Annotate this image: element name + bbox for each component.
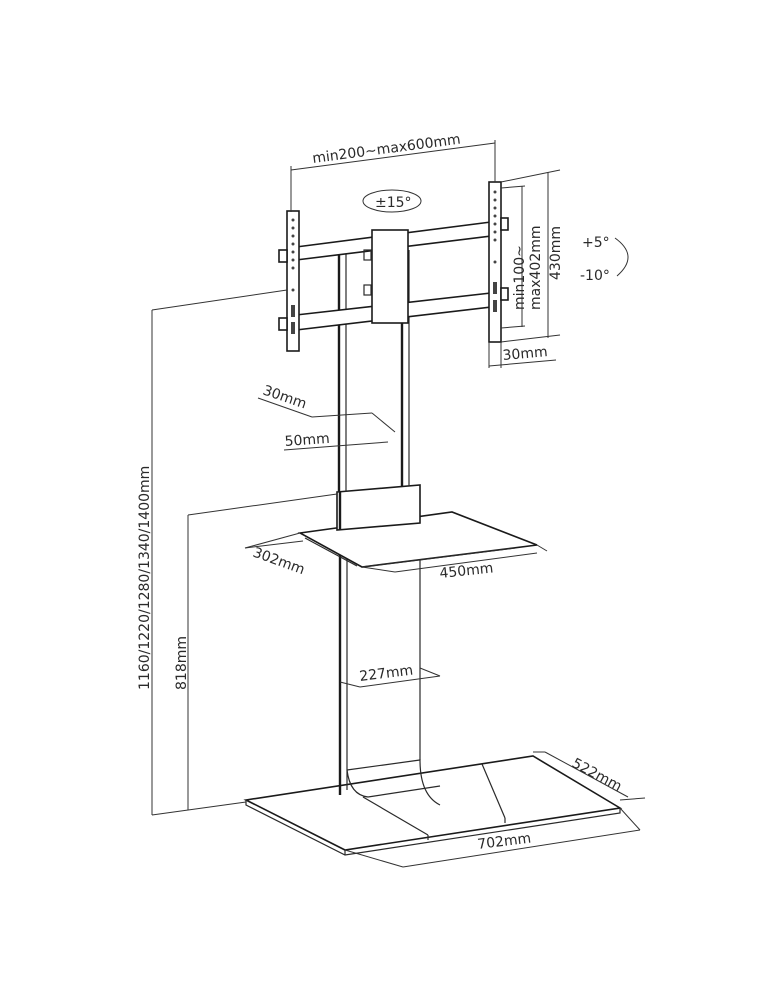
label-column-width: 50mm [284, 431, 330, 450]
label-tilt-down: -10° [580, 268, 610, 284]
label-base-width: 702mm [477, 831, 533, 853]
label-bracket-height: 430mm [548, 226, 564, 280]
label-column-cover-width: 227mm [359, 663, 415, 685]
label-vesa-height-2: max402mm [528, 226, 544, 311]
dimension-lines [151, 140, 646, 868]
label-tilt-up: +5° [582, 235, 610, 251]
base-plate [243, 755, 623, 856]
label-shelf-depth: 302mm [251, 545, 307, 579]
label-vesa-width: min200~max600mm [311, 132, 461, 167]
label-total-height: 1160/1220/1280/1340/1400mm [137, 466, 153, 690]
upper-posts [337, 250, 410, 492]
label-vesa-height-1: min100~ [512, 245, 528, 310]
label-bracket-depth: 30mm [502, 344, 548, 364]
label-shelf-width: 450mm [439, 560, 494, 582]
label-column-depth: 30mm [261, 383, 309, 413]
mounting-bracket [278, 181, 509, 352]
lower-column [338, 530, 441, 806]
column-sleeve [336, 484, 421, 531]
label-swivel: ±15° [375, 195, 412, 211]
label-shelf-height: 818mm [174, 636, 190, 690]
